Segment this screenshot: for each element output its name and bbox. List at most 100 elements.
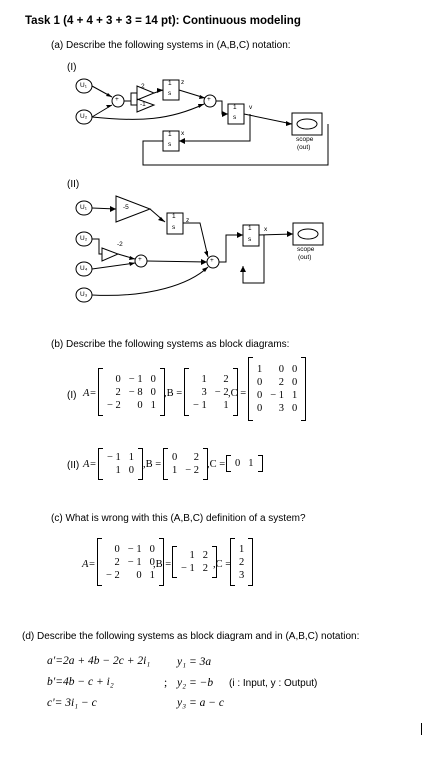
matrix-b-A2-table-row: − 1 1	[103, 451, 138, 464]
matrix-b-C2-table-cell: 0	[235, 458, 241, 469]
matrix-b-A2-table-cell: − 1	[107, 452, 121, 463]
scope-1-out: (out)	[297, 144, 311, 151]
matrix-c-B-table-cell: 2	[202, 563, 209, 574]
part-a-sys1-label: (I)	[67, 62, 77, 73]
part-b-A-label: A=	[83, 388, 97, 399]
int-z-den: s	[172, 224, 176, 231]
matrix-b-B-table-cell: − 1	[193, 399, 207, 411]
sum2-1-plus: +	[138, 256, 142, 263]
matrix-b-B2-table-cell: 0	[172, 452, 178, 463]
state2-x-label: x	[264, 226, 268, 233]
part-c-C-label: ,C =	[213, 559, 232, 570]
eq-right-2: y₂ = −b	[177, 677, 214, 689]
matrix-b-A-table-cell: − 8	[128, 386, 143, 398]
text-cursor	[421, 723, 422, 735]
matrix-b-C-table-cell: 0	[278, 364, 285, 375]
int3-num: 1	[168, 131, 172, 138]
eq-left-3: c'= 3i₁ − c	[47, 697, 97, 709]
gain-m5-label: -5	[123, 204, 129, 211]
matrix-c-B-table-cell: 2	[202, 550, 209, 561]
int3-den: s	[168, 141, 172, 148]
matrix-b-A2-table-cell: 1	[128, 452, 135, 463]
matrix-b-A-table-cell: 1	[150, 399, 156, 411]
gain-m5-triangle	[115, 195, 152, 223]
matrix-c-B-table-cell: − 1	[181, 563, 195, 574]
sum-2-plus: +	[207, 96, 211, 103]
eq-separator: ;	[164, 677, 168, 689]
matrix-b-B-table-cell: 2	[223, 373, 229, 385]
input2-u4: U₄	[80, 265, 88, 272]
matrix-b-B2-table-row: 1 − 2	[168, 464, 203, 477]
int-z-num: 1	[172, 213, 176, 220]
state-z-label: z	[181, 79, 185, 86]
part-b-C-label: ,C =	[228, 388, 247, 399]
part-d-heading: (d) Describe the following systems as bl…	[22, 631, 360, 642]
matrix-b-B-table-cell: 3	[201, 386, 207, 398]
matrix-c-C-table-row: 3	[235, 569, 248, 582]
matrix-b-C-table-cell: 0	[257, 377, 263, 388]
matrix-b-C-table-cell: 3	[278, 403, 285, 414]
sum2-2-plus: +	[210, 257, 214, 264]
matrix-c-B-table-row: − 1 2	[177, 562, 212, 575]
matrix-b-A-table-cell: − 2	[107, 399, 121, 411]
part-c-A-label: A=	[82, 559, 96, 570]
int1-den: s	[168, 90, 172, 97]
matrix-b-C-table-cell: 0	[257, 403, 263, 414]
matrix-c-A-table-cell: − 1	[127, 556, 142, 568]
matrix-c-A-table-cell: 0	[114, 543, 120, 555]
matrix-c-A-table-cell: 0	[136, 569, 142, 581]
matrix-b-C-table-cell: 1	[292, 390, 298, 401]
matrix-c-A-table-cell: − 2	[106, 569, 120, 581]
part-c-B-label: ,B =	[153, 559, 172, 570]
input2-u1: U₁	[80, 204, 87, 211]
matrix-b-B2-table-cell: 1	[172, 465, 178, 476]
gain-m2-label: -2	[117, 241, 123, 248]
matrix-b-C-table-cell: 0	[257, 390, 263, 401]
matrix-b-A2-table-cell: 1	[115, 465, 121, 476]
eq-right-3: y₃ = a − c	[177, 697, 224, 709]
eq-left-2: b'=4b − c + i₂	[47, 676, 114, 688]
input-u2: U₂	[80, 113, 88, 120]
eq-right-1: y₁ = 3a	[177, 656, 212, 668]
matrix-b-A-table-cell: 2	[115, 386, 121, 398]
part-b-sys2-label: (II)	[67, 460, 80, 471]
block-diagram-1	[75, 78, 329, 166]
state-x-label: x	[181, 130, 185, 137]
matrix-b-B2-table-cell: − 2	[185, 465, 200, 476]
part-a-sys2-label: (II)	[67, 179, 80, 190]
matrix-c-B-table-cell: 1	[189, 550, 195, 561]
int-x-den: s	[248, 236, 252, 243]
matrix-c-A-table-cell: 2	[114, 556, 120, 568]
matrix-b-B-table-row: 3− 2	[189, 386, 233, 399]
matrix-c-C-table-row: 2	[235, 556, 248, 569]
gain-2-label: 2	[141, 83, 145, 90]
matrix-b-A2-table-cell: 0	[128, 465, 135, 476]
matrix-b-B-table-cell: 1	[201, 373, 207, 385]
matrix-c-C-table-cell: 3	[239, 569, 245, 581]
sum-1-plus: +	[115, 96, 119, 103]
io-legend: (i : Input, y : Output)	[229, 678, 318, 689]
matrix-b-A-table-cell: 0	[137, 399, 143, 411]
matrix-b-C-table-cell: 1	[257, 364, 263, 375]
scope-1-label: scope	[296, 136, 314, 143]
part-b-B-label: ,B =	[164, 388, 183, 399]
int2-den: s	[233, 114, 237, 121]
